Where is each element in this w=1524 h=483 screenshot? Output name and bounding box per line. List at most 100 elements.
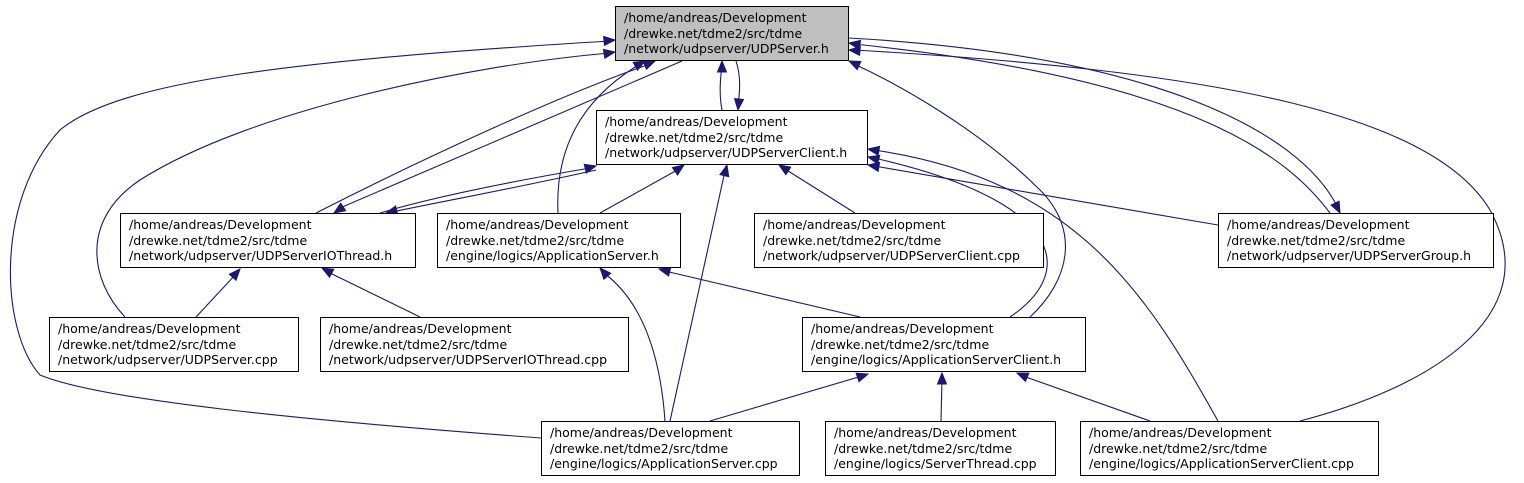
node-line: /home/andreas/Development [811, 321, 994, 336]
node-line: /drewke.net/tdme2/src/tdme [129, 232, 308, 248]
edge-applicationserverclient-cpp-to-applicationserverclient-h [1015, 372, 1151, 422]
node-line: /home/andreas/Development [1089, 425, 1272, 440]
edge-line [603, 272, 666, 422]
node-line: /home/andreas/Development [446, 217, 629, 232]
node-udpserveriothread-h[interactable]: /home/andreas/Development /drewke.net/td… [120, 213, 416, 268]
edge-arrowhead [602, 48, 617, 60]
edge-serverthread-cpp-to-applicationserverclient-h [936, 371, 948, 422]
node-udpserveriothread-cpp[interactable]: /home/andreas/Development /drewke.net/td… [320, 317, 629, 372]
edge-line [853, 43, 1331, 214]
edge-arrowhead [657, 266, 672, 277]
node-line: /network/udpserver/UDPServer.h [624, 41, 829, 57]
node-line: /network/udpserver/UDPServerGroup.h [1227, 248, 1472, 264]
node-applicationserver-h[interactable]: /home/andreas/Development /drewke.net/td… [437, 213, 681, 268]
edge-applicationserver-h-to-udpserver-h [557, 60, 647, 214]
edge-arrowhead [936, 371, 948, 385]
node-line: /drewke.net/tdme2/src/tdme [1089, 440, 1268, 456]
node-line: /network/udpserver/UDPServerIOThread.cpp [329, 352, 608, 368]
node-udpserverclient-cpp[interactable]: /home/andreas/Development /drewke.net/td… [754, 213, 1044, 268]
edge-line [379, 167, 591, 214]
edge-udpserver-h-to-udpserverclient-h [733, 60, 745, 112]
edge-line [391, 169, 597, 213]
node-line: /engine/logics/ApplicationServer.cpp [550, 456, 778, 472]
edge-line [327, 271, 421, 318]
node-line: /home/andreas/Development [605, 114, 788, 129]
node-line: /engine/logics/ApplicationServer.h [446, 248, 659, 264]
node-line: /home/andreas/Development [763, 217, 946, 232]
node-line: /home/andreas/Development [550, 425, 733, 440]
edge-line [940, 378, 943, 422]
edge-applicationserver-cpp-to-applicationserverclient-h [709, 372, 870, 422]
edge-line [195, 273, 237, 318]
edge-line [599, 168, 680, 214]
edge-udpserverclient-h-to-udpserveriothread-h [384, 169, 597, 216]
node-line: /home/andreas/Development [58, 321, 241, 336]
edge-arrowhead [777, 164, 792, 176]
edge-line [873, 149, 1219, 422]
node-line: /drewke.net/tdme2/src/tdme [834, 440, 1013, 456]
node-serverthread-cpp[interactable]: /home/andreas/Development /drewke.net/td… [825, 421, 1056, 476]
edge-applicationserver-cpp-to-udpserver-h [9, 35, 617, 439]
node-applicationserverclient-cpp[interactable]: /home/andreas/Development /drewke.net/td… [1080, 421, 1379, 476]
edge-arrowhead [866, 145, 881, 157]
node-line: /drewke.net/tdme2/src/tdme [763, 232, 942, 248]
node-line: /drewke.net/tdme2/src/tdme [1227, 232, 1406, 248]
edge-line [851, 62, 1066, 318]
node-line: /drewke.net/tdme2/src/tdme [605, 129, 784, 145]
edge-line [784, 168, 856, 214]
edge-arrowhead [583, 163, 598, 174]
node-udpserverclient-h[interactable]: /home/andreas/Development /drewke.net/td… [596, 110, 868, 165]
node-line: /engine/logics/ApplicationServerClient.h [811, 352, 1062, 368]
node-applicationserver-cpp[interactable]: /home/andreas/Development /drewke.net/td… [541, 421, 800, 476]
edge-arrowhead [847, 45, 861, 57]
edge-udpservergroup-h-to-udpserverclient-h [866, 161, 1219, 226]
edge-line [96, 52, 611, 318]
node-applicationserverclient-h[interactable]: /home/andreas/Development /drewke.net/td… [802, 317, 1086, 372]
edge-line [1022, 375, 1151, 422]
edge-arrowhead [632, 60, 647, 72]
node-line: /engine/logics/ApplicationServerClient.c… [1089, 456, 1354, 472]
node-line: /engine/logics/ServerThread.cpp [834, 456, 1037, 472]
node-line: /home/andreas/Development [1227, 217, 1410, 232]
edge-udpserverclient-h-to-udpserver-h [716, 59, 728, 111]
edge-arrowhead [866, 161, 881, 173]
edge-udpserver-cpp-to-udpserveriothread-h [195, 268, 241, 318]
edge-udpserveriothread-cpp-to-udpserveriothread-h [320, 267, 421, 318]
edge-line [557, 63, 641, 214]
edge-udpserver-h-to-udpserveriothread-h [332, 60, 683, 214]
edge-line [719, 65, 723, 111]
edge-applicationserver-h-to-udpserverclient-h [599, 164, 686, 214]
edge-applicationserverclient-h-to-udpserver-h [847, 60, 1066, 318]
edge-arrowhead [599, 267, 612, 281]
edge-line [339, 60, 683, 209]
node-udpserver-h[interactable]: /home/andreas/Development /drewke.net/td… [615, 6, 849, 61]
edge-arrowhead [228, 268, 241, 282]
edge-line [669, 170, 726, 422]
edge-arrowhead [1330, 200, 1341, 215]
edge-arrowhead [855, 372, 870, 383]
node-line: /drewke.net/tdme2/src/tdme [446, 232, 625, 248]
edge-arrowhead [320, 267, 335, 279]
node-line: /network/udpserver/UDPServerIOThread.h [129, 248, 393, 264]
edge-udpserveriothread-h-to-udpserverclient-h [379, 163, 598, 214]
edge-udpserver-h-to-udpservergroup-h [848, 37, 1341, 215]
edge-line [315, 63, 651, 214]
edge-applicationserverclient-cpp-to-udpserver-h [847, 45, 1506, 422]
edge-arrowhead [642, 60, 657, 71]
node-line: /network/udpserver/UDPServer.cpp [58, 352, 278, 368]
node-udpservergroup-h[interactable]: /home/andreas/Development /drewke.net/td… [1218, 213, 1494, 268]
node-line: /drewke.net/tdme2/src/tdme [329, 336, 508, 352]
edge-arrowhead [733, 98, 745, 112]
node-line: /network/udpserver/UDPServerClient.h [605, 145, 848, 161]
edge-applicationserverclient-cpp-to-udpserverclient-h [866, 145, 1219, 422]
node-line: /network/udpserver/UDPServerClient.cpp [763, 248, 1020, 264]
edge-udpserverclient-cpp-to-udpserverclient-h [777, 164, 856, 214]
node-line: /home/andreas/Development [329, 321, 512, 336]
edge-arrowhead [866, 154, 881, 165]
node-udpserver-cpp[interactable]: /home/andreas/Development /drewke.net/td… [49, 317, 299, 372]
node-line: /drewke.net/tdme2/src/tdme [550, 440, 729, 456]
edge-line [848, 37, 1339, 209]
node-line: /home/andreas/Development [834, 425, 1017, 440]
